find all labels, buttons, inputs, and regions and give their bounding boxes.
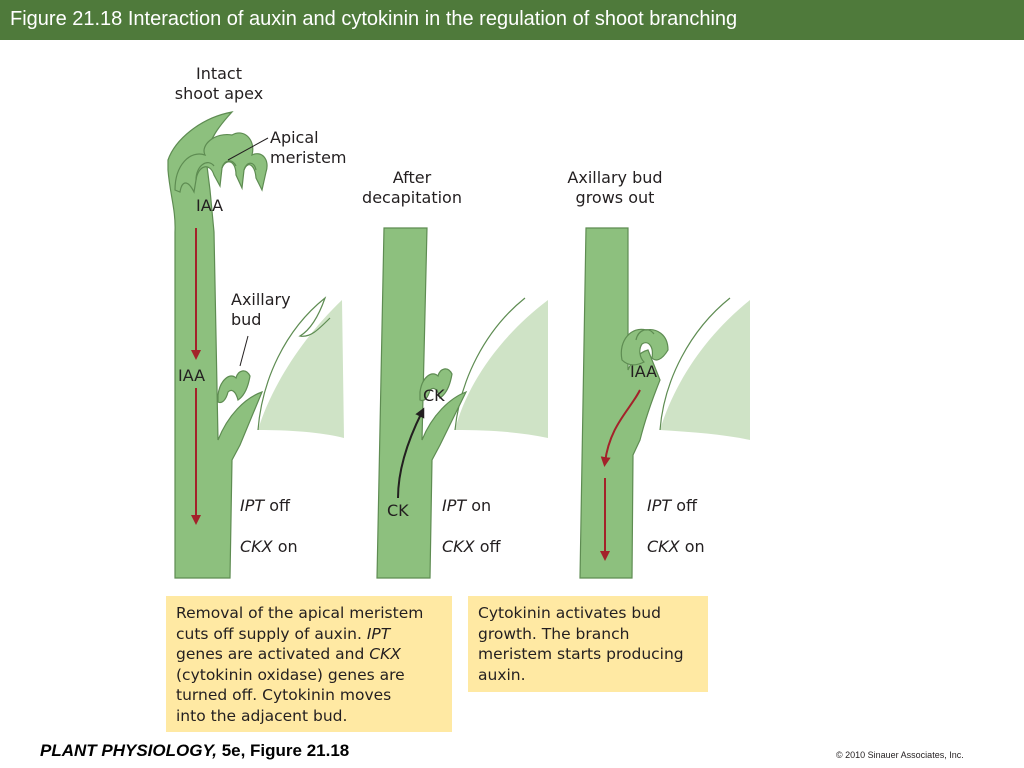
heading-line: Axillary bud (567, 168, 663, 187)
gene-name: CKX (647, 537, 680, 556)
gene-state: off (264, 496, 291, 515)
caption-line: cuts off supply of auxin. IPT (176, 624, 442, 645)
caption-text: (cytokinin oxidase) genes are (176, 665, 405, 684)
panel-intact-plant (167, 111, 344, 579)
book-credit: PLANT PHYSIOLOGY, 5e, Figure 21.18 (40, 741, 349, 761)
panel3-heading: Axillary bud grows out (555, 168, 675, 208)
leaf (455, 300, 548, 438)
iaa-mid-label: IAA (178, 366, 206, 385)
caption-text: turned off. Cytokinin moves (176, 686, 392, 704)
axillary-bud (217, 370, 251, 404)
caption-line: growth. The branch (478, 624, 698, 645)
axillary-bud-label: Axillary bud (231, 290, 291, 330)
caption-text: cuts off supply of auxin. (176, 624, 367, 643)
caption-text: meristem starts producing (478, 645, 684, 663)
growing-stem (579, 227, 661, 579)
heading-line: grows out (575, 188, 655, 207)
gene-name: CKX (369, 645, 401, 663)
main-stem (167, 111, 264, 579)
decapitated-stem (376, 227, 468, 579)
caption-text: auxin. (478, 665, 526, 684)
ipt-status: IPT off (240, 496, 290, 515)
ckx-status: CKX on (647, 537, 705, 556)
caption-line: into the adjacent bud. (176, 706, 442, 727)
gene-state: on (272, 537, 298, 556)
leaf (258, 300, 344, 438)
heading-line: decapitation (362, 188, 462, 207)
axillary-bud (419, 368, 453, 402)
branch-auxin-arrow (600, 389, 641, 467)
gene-name: IPT (366, 624, 391, 643)
figure-title: Figure 21.18 Interaction of auxin and cy… (10, 8, 738, 30)
heading-line: After (392, 168, 432, 187)
gene-state: off (474, 537, 501, 556)
label-line: Axillary (231, 290, 291, 309)
book-title: PLANT PHYSIOLOGY, (40, 741, 217, 760)
caption-text: genes are activated and (176, 645, 370, 663)
caption-line: Removal of the apical meristem (176, 603, 442, 624)
panel2-heading: After decapitation (352, 168, 472, 208)
iaa-branch-label: IAA (630, 362, 658, 381)
ck-stem-label: CK (387, 501, 409, 520)
label-line: Apical (270, 128, 319, 147)
caption-line: auxin. (478, 665, 698, 686)
gene-state: on (679, 537, 705, 556)
gene-name: IPT (647, 496, 672, 515)
book-edition: 5e, Figure 21.18 (216, 741, 350, 760)
panel1-heading: Intact shoot apex (166, 64, 272, 104)
caption-text: Cytokinin activates bud (478, 604, 661, 622)
ipt-status: IPT on (442, 496, 491, 515)
apical-pointer (227, 137, 269, 161)
gene-name: CKX (442, 537, 475, 556)
caption-text: growth. The branch (478, 624, 630, 643)
gene-state: off (671, 496, 698, 515)
gene-state: on (466, 496, 492, 515)
heading-line: shoot apex (174, 84, 264, 103)
label-line: meristem (270, 148, 347, 167)
panel-decapitated-plant (376, 227, 548, 579)
copyright: © 2010 Sinauer Associates, Inc. (836, 750, 964, 760)
leaf (660, 300, 750, 440)
gene-name: CKX (240, 537, 273, 556)
label-line: bud (231, 310, 262, 329)
apical-meristem (174, 132, 268, 194)
caption-line: (cytokinin oxidase) genes are (176, 665, 442, 686)
caption-line: meristem starts producing (478, 644, 698, 665)
gene-name: IPT (442, 496, 467, 515)
ck-bud-label: CK (423, 386, 445, 405)
caption-text: Removal of the apical meristem (176, 604, 424, 622)
iaa-top-label: IAA (196, 196, 224, 215)
apical-meristem-label: Apical meristem (270, 128, 347, 168)
heading-line: Intact (195, 64, 242, 83)
caption-text: into the adjacent bud. (176, 706, 348, 725)
cytokinin-arrow (397, 407, 425, 499)
panel-branching-plant (579, 227, 750, 579)
caption-decapitation: Removal of the apical meristem cuts off … (166, 596, 452, 732)
gene-name: IPT (240, 496, 265, 515)
caption-line: genes are activated and CKX (176, 644, 442, 665)
caption-line: turned off. Cytokinin moves (176, 685, 442, 706)
caption-line: Cytokinin activates bud (478, 603, 698, 624)
ipt-status: IPT off (647, 496, 697, 515)
caption-bud-growth: Cytokinin activates bud growth. The bran… (468, 596, 708, 692)
ckx-status: CKX off (442, 537, 501, 556)
title-bar: Figure 21.18 Interaction of auxin and cy… (0, 0, 1024, 40)
ckx-status: CKX on (240, 537, 298, 556)
axillary-pointer (239, 335, 249, 367)
